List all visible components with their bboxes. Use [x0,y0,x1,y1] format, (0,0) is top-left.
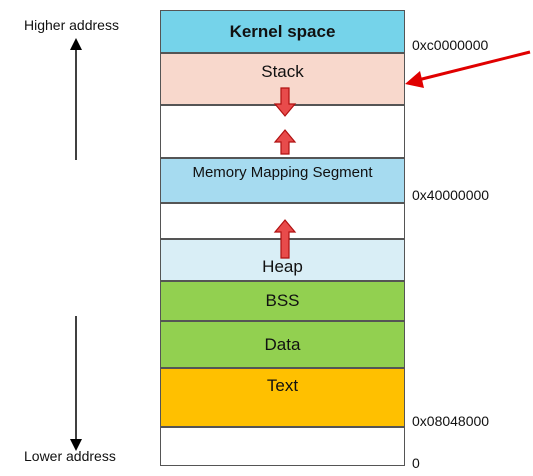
bss-label: BSS [265,291,300,310]
kernel-space-segment: Kernel space [160,10,405,53]
heap-label: Heap [262,257,303,276]
reserved-bottom-segment [160,427,405,466]
stack-pointer-arrow [417,50,531,82]
growth-up-arrow-icon [273,129,297,155]
data-segment: Data [160,321,405,368]
stack-pointer-arrowhead-icon [405,71,424,88]
address-kernel-label: 0xc0000000 [412,37,489,53]
bss-segment: BSS [160,281,405,321]
stack-growth-down-icon [273,87,297,117]
memory-mapping-label: Memory Mapping Segment [192,164,373,181]
data-label: Data [264,334,301,354]
stack-label: Stack [261,62,304,81]
text-label: Text [266,376,299,395]
heap-growth-up-icon [273,219,297,259]
address-zero-label: 0 [412,455,420,471]
higher-address-label: Higher address [24,17,119,33]
memory-mapping-segment: Memory Mapping Segment [160,158,405,203]
text-segment: Text [160,368,405,427]
lower-address-label: Lower address [24,448,116,464]
address-text-label: 0x08048000 [412,413,490,429]
kernel-space-label: Kernel space [229,21,336,41]
address-mmap-label: 0x40000000 [412,187,490,203]
